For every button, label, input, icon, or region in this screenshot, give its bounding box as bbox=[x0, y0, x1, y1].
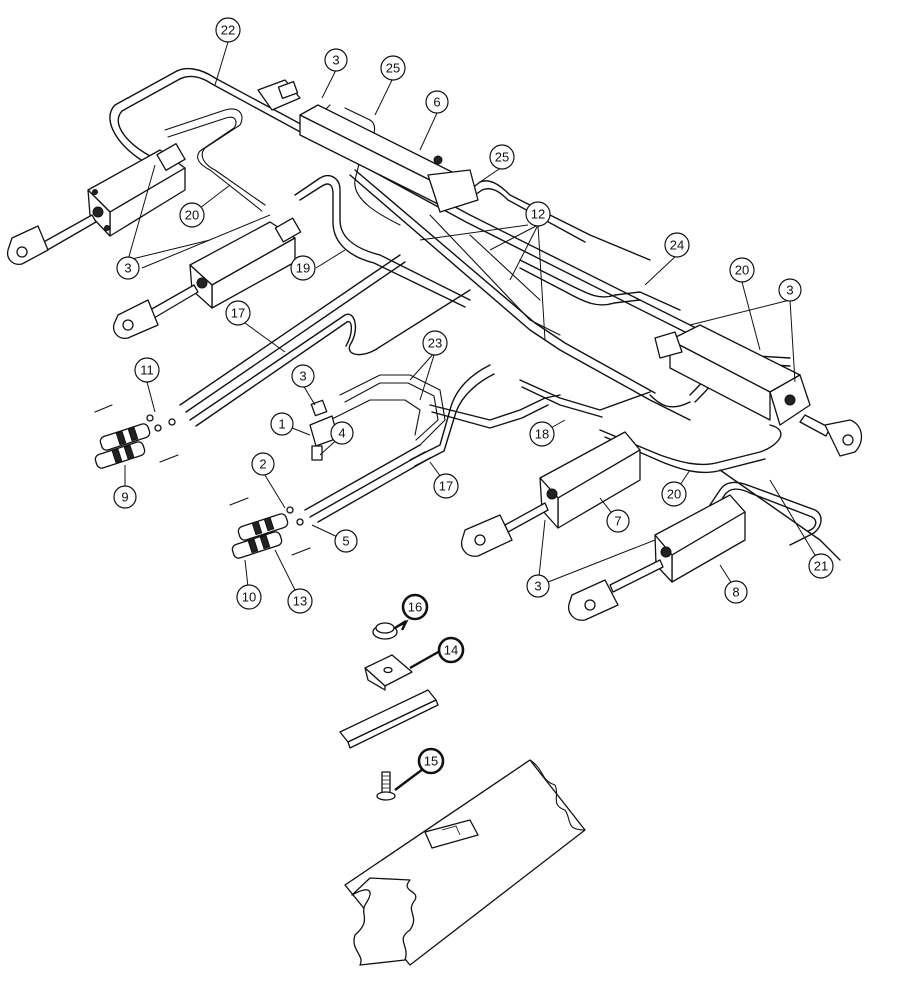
callout-20c: 20 bbox=[661, 481, 687, 507]
callout-20b: 20 bbox=[179, 202, 205, 228]
callout-10: 10 bbox=[236, 584, 262, 610]
svg-text:1: 1 bbox=[278, 417, 285, 432]
callout-25b: 25 bbox=[489, 144, 515, 170]
callout-4: 4 bbox=[330, 421, 354, 445]
svg-text:10: 10 bbox=[242, 590, 256, 605]
svg-text:12: 12 bbox=[531, 207, 545, 222]
svg-text:17: 17 bbox=[231, 306, 245, 321]
callout-24: 24 bbox=[664, 232, 690, 258]
svg-text:17: 17 bbox=[439, 479, 453, 494]
callout-15: 15 bbox=[417, 747, 445, 775]
svg-text:25: 25 bbox=[495, 150, 509, 165]
svg-text:25: 25 bbox=[386, 61, 400, 76]
svg-text:3: 3 bbox=[786, 283, 793, 298]
svg-text:5: 5 bbox=[342, 534, 349, 549]
beam-section bbox=[344, 759, 586, 966]
callout-8: 8 bbox=[724, 580, 748, 604]
callout-22: 22 bbox=[215, 17, 241, 43]
svg-text:22: 22 bbox=[221, 23, 235, 38]
svg-text:24: 24 bbox=[670, 238, 684, 253]
svg-text:20: 20 bbox=[667, 487, 681, 502]
callout-7: 7 bbox=[606, 509, 630, 533]
callout-2: 2 bbox=[251, 452, 275, 476]
callout-1: 1 bbox=[270, 412, 294, 436]
svg-text:21: 21 bbox=[814, 559, 828, 574]
svg-text:2: 2 bbox=[259, 457, 266, 472]
cylinder-8 bbox=[567, 494, 746, 621]
callout-11: 11 bbox=[134, 357, 160, 383]
callout-25a: 25 bbox=[380, 55, 406, 81]
svg-text:20: 20 bbox=[735, 263, 749, 278]
svg-text:3: 3 bbox=[124, 261, 131, 276]
callout-9: 9 bbox=[113, 485, 137, 509]
callout-5: 5 bbox=[334, 529, 358, 553]
cylinder-right bbox=[654, 324, 863, 457]
couplers-10-13 bbox=[229, 497, 311, 559]
svg-text:13: 13 bbox=[293, 594, 307, 609]
hydraulic-tubes bbox=[109, 67, 841, 561]
leader-lines bbox=[124, 41, 822, 791]
svg-text:18: 18 bbox=[535, 427, 549, 442]
callout-14: 14 bbox=[437, 636, 465, 664]
callout-23: 23 bbox=[422, 330, 448, 356]
svg-text:6: 6 bbox=[433, 95, 440, 110]
callout-3e: 3 bbox=[526, 574, 550, 598]
callout-19: 19 bbox=[290, 255, 316, 281]
svg-text:7: 7 bbox=[614, 514, 621, 529]
callout-12: 12 bbox=[525, 201, 551, 227]
callout-17b: 17 bbox=[433, 473, 459, 499]
callout-3d: 3 bbox=[291, 364, 315, 388]
cylinder-7 bbox=[460, 431, 641, 557]
svg-text:23: 23 bbox=[428, 336, 442, 351]
callout-21: 21 bbox=[808, 553, 834, 579]
svg-text:11: 11 bbox=[140, 363, 154, 378]
callout-20a: 20 bbox=[729, 257, 755, 283]
callout-3c: 3 bbox=[116, 256, 140, 280]
svg-text:14: 14 bbox=[444, 643, 458, 658]
callout-17a: 17 bbox=[225, 300, 251, 326]
svg-text:4: 4 bbox=[338, 426, 345, 441]
cylinder-top-6 bbox=[257, 79, 479, 213]
callout-3a: 3 bbox=[324, 48, 348, 72]
svg-text:8: 8 bbox=[732, 585, 739, 600]
svg-text:3: 3 bbox=[299, 369, 306, 384]
callout-3b: 3 bbox=[778, 278, 802, 302]
callout-6: 6 bbox=[425, 90, 449, 114]
cylinder-left-second bbox=[112, 217, 302, 339]
svg-text:20: 20 bbox=[185, 208, 199, 223]
callout-16: 16 bbox=[401, 593, 429, 621]
svg-text:16: 16 bbox=[408, 600, 422, 615]
hardware-stack bbox=[339, 622, 439, 801]
callout-18: 18 bbox=[529, 421, 555, 447]
svg-text:9: 9 bbox=[121, 490, 128, 505]
svg-text:15: 15 bbox=[424, 754, 438, 769]
svg-text:3: 3 bbox=[332, 53, 339, 68]
svg-text:19: 19 bbox=[296, 261, 310, 276]
svg-text:3: 3 bbox=[534, 579, 541, 594]
valve-1 bbox=[309, 399, 339, 461]
callout-13: 13 bbox=[287, 588, 313, 614]
cylinder-upper-left bbox=[6, 143, 186, 265]
couplers-9 bbox=[94, 404, 179, 469]
